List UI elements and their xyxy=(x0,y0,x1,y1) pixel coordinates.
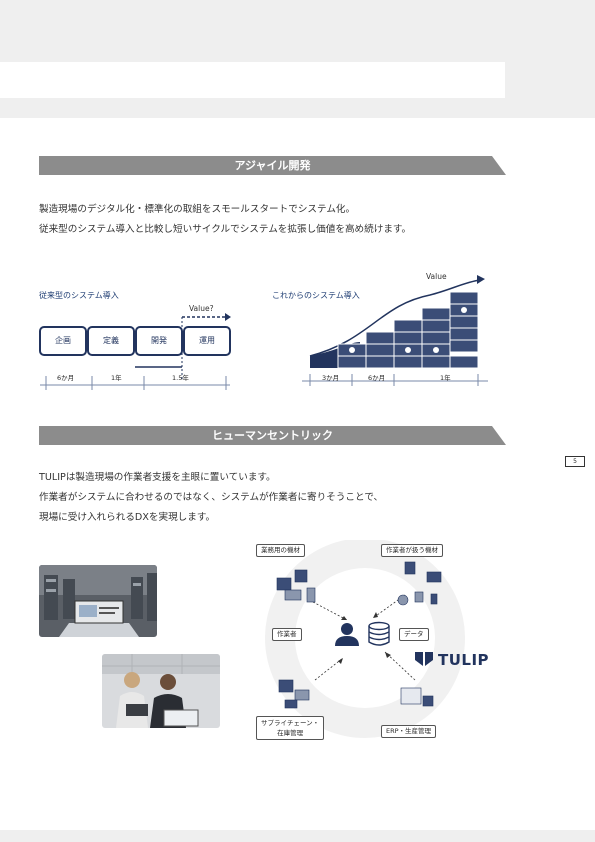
page-number: 5 xyxy=(565,456,585,467)
agile-line-2: 従来型のシステム導入と比較し短いサイクルでシステムを拡張し価値を高め続けます。 xyxy=(39,224,412,235)
tag-supply-chain: サプライチェーン・ 在庫管理 xyxy=(256,716,325,740)
step-operation: 運用 xyxy=(183,326,231,356)
tag-business-equipment: 業務用の機材 xyxy=(256,544,305,557)
conventional-label: 従来型のシステム導入 xyxy=(39,291,119,300)
conventional-value-label: Value? xyxy=(189,304,214,313)
tulip-logo-text: TULIP xyxy=(438,651,490,669)
human-paragraph: TULIPは製造現場の作業者支援を主眼に置いています。 作業者がシステムに合わせ… xyxy=(39,468,383,528)
section-title-human: ヒューマンセントリック xyxy=(212,429,333,442)
future-growth-diagram xyxy=(302,275,488,386)
conventional-diagram-lines xyxy=(40,313,231,390)
human-centric-diagram xyxy=(265,540,465,738)
footer-band xyxy=(0,830,595,842)
conv-time-1: 6か月 xyxy=(57,374,75,382)
future-label: これからのシステム導入 xyxy=(272,291,360,300)
tag-worker-equipment: 作業者が扱う機材 xyxy=(381,544,443,557)
tag-supply-chain-line-1: サプライチェーン・ xyxy=(261,719,320,727)
step-definition: 定義 xyxy=(87,326,135,356)
human-line-3: 現場に受け入れられるDXを実現します。 xyxy=(39,512,216,523)
tag-erp: ERP・生産管理 xyxy=(381,725,437,738)
conv-time-2: 1年 xyxy=(111,374,122,382)
future-time-2: 6か月 xyxy=(368,374,386,382)
section-title-agile: アジャイル開発 xyxy=(234,159,311,172)
agile-line-1: 製造現場のデジタル化・標準化の取組をスモールスタートでシステム化。 xyxy=(39,204,356,215)
tag-data: データ xyxy=(399,628,429,641)
section-bar-agile xyxy=(39,156,506,175)
agile-paragraph: 製造現場のデジタル化・標準化の取組をスモールスタートでシステム化。 従来型のシス… xyxy=(39,200,411,240)
future-time-3: 1年 xyxy=(440,374,451,382)
workers-photo xyxy=(102,654,220,728)
future-time-1: 3か月 xyxy=(322,374,340,382)
human-line-2: 作業者がシステムに合わせるのではなく、システムが作業者に寄りそうことで、 xyxy=(39,492,384,503)
warehouse-laptop-photo xyxy=(39,565,157,637)
section-bar-human xyxy=(39,426,506,445)
human-line-1: TULIPは製造現場の作業者支援を主眼に置いています。 xyxy=(39,472,276,483)
header-title-strip xyxy=(0,62,505,98)
conv-time-3: 1.5年 xyxy=(172,374,189,382)
future-value-label: Value xyxy=(426,272,447,281)
tag-worker: 作業者 xyxy=(272,628,302,641)
step-development: 開発 xyxy=(135,326,183,356)
step-planning: 企画 xyxy=(39,326,87,356)
header-band xyxy=(0,0,595,118)
tag-supply-chain-line-2: 在庫管理 xyxy=(277,729,304,737)
